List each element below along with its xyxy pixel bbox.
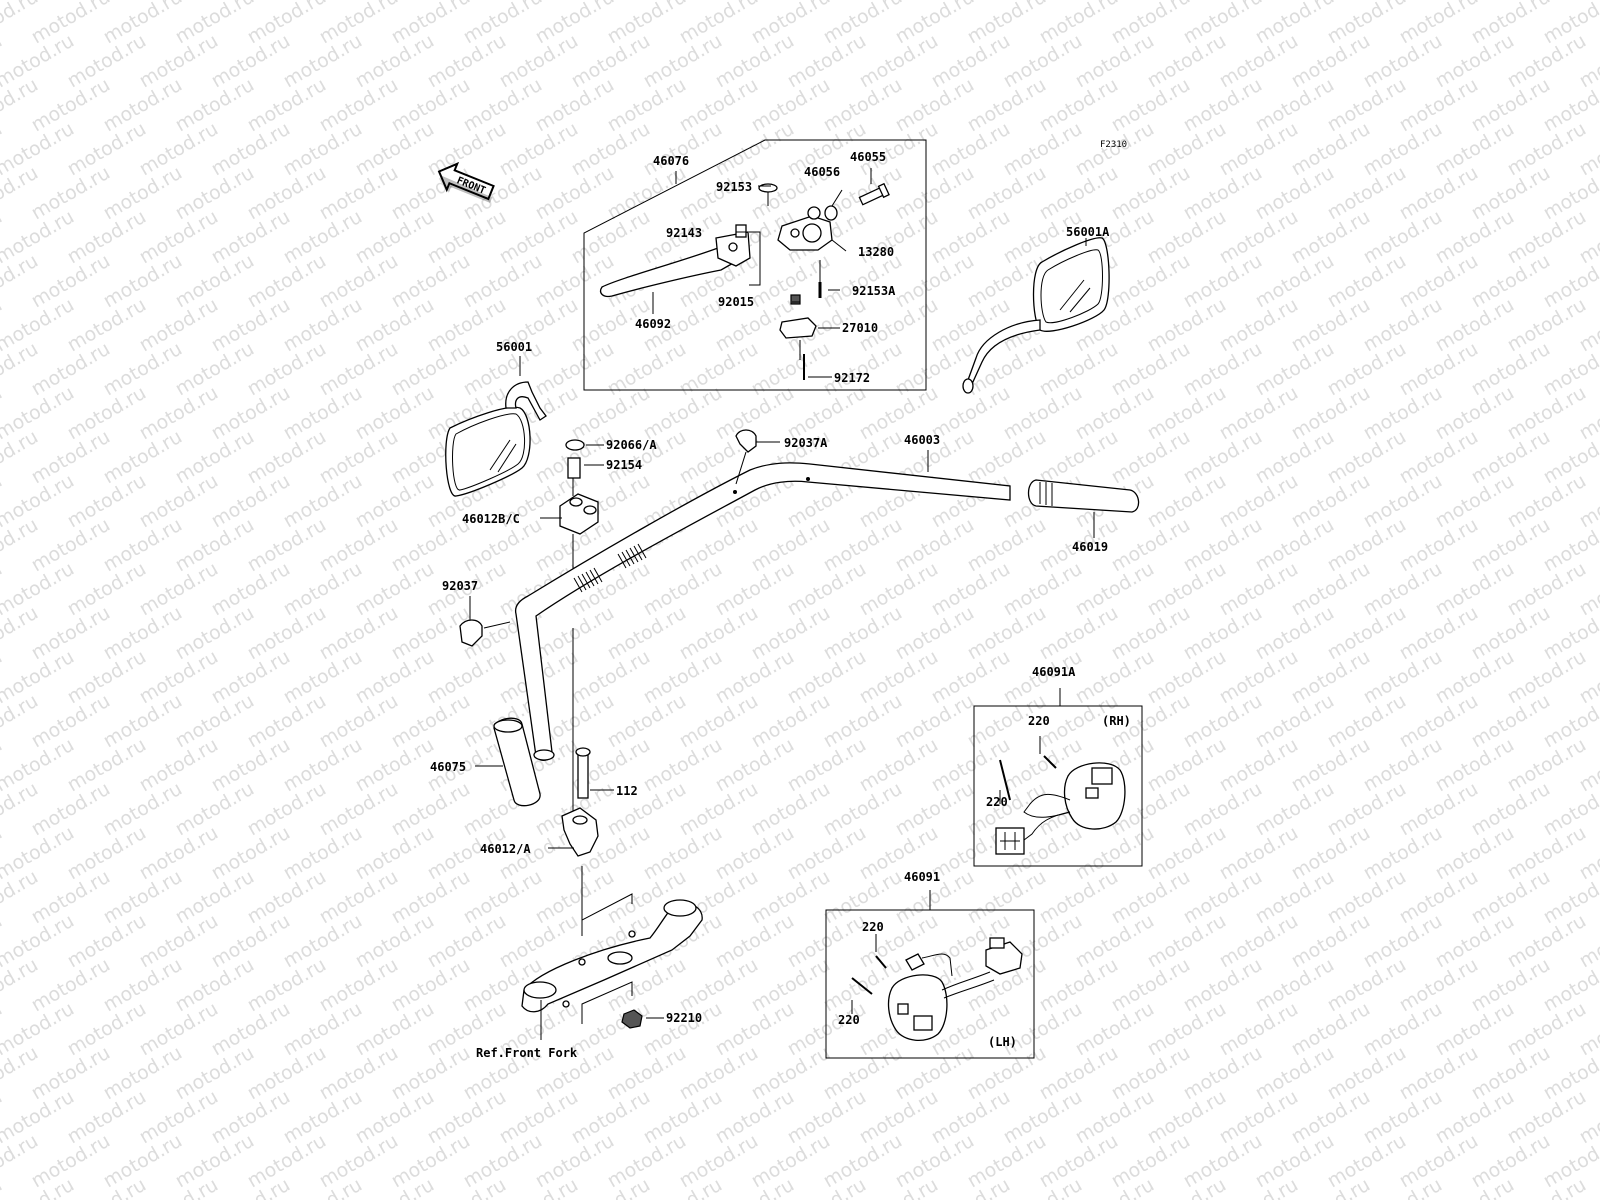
label-112: 112 (616, 784, 638, 798)
handlebar-46003-part: 46003 (514, 433, 1011, 762)
label-46092: 46092 (635, 317, 671, 331)
left-grip-46075-part: 46075 (430, 717, 541, 807)
bolt-112-part (577, 751, 589, 799)
label-46003: 46003 (904, 433, 940, 447)
cable-clamp-92037-part: 92037 (442, 579, 511, 647)
label-46012a: 46012/A (480, 842, 531, 856)
lower-clamp-46012a-part (561, 807, 599, 857)
lower-clamp-area: 112 46012/A (480, 628, 638, 936)
label-92037: 92037 (442, 579, 478, 593)
label-56001: 56001 (496, 340, 532, 354)
label-92015: 92015 (718, 295, 754, 309)
label-46091: 46091 (904, 870, 940, 884)
label-92210: 92210 (666, 1011, 702, 1025)
label-92172: 92172 (834, 371, 870, 385)
label-220-rh-left: 220 (986, 795, 1008, 809)
label-46056: 46056 (804, 165, 840, 179)
left-switch-connector-part (985, 941, 1023, 975)
rh-side-label: (RH) (1102, 714, 1131, 728)
watermark-text: motod.ru (0, 1174, 6, 1200)
left-mirror-part: 56001 (445, 340, 547, 497)
label-92066a: 92066/A (606, 438, 657, 452)
right-switch-box-outline (973, 705, 1143, 867)
clutch-switch-part (779, 317, 817, 339)
front-direction-arrow-icon: FRONT (437, 161, 495, 203)
watermark-text: motod.ru (1576, 0, 1600, 4)
label-46055: 46055 (850, 150, 886, 164)
nut-92210-part: 92210 (621, 1009, 702, 1029)
label-13280: 13280 (858, 245, 894, 259)
upper-clamp-area: 92066/A 92154 46012B/C (462, 438, 657, 570)
clutch-lever-part (599, 247, 736, 298)
label-46012bc: 46012B/C (462, 512, 520, 526)
bolt-92154-part (567, 457, 581, 479)
right-switch-box: 46091A (RH) 220 220 (973, 665, 1143, 867)
fork-top-bracket: Ref.Front Fork (476, 893, 703, 1060)
right-mirror-part: 56001A (962, 225, 1110, 394)
label-92143: 92143 (666, 226, 702, 240)
label-92153a: 92153A (852, 284, 896, 298)
label-27010: 27010 (842, 321, 878, 335)
cap-92066-part (565, 439, 585, 451)
cable-clamp-92037a-part: 92037A (735, 429, 828, 485)
label-92153: 92153 (716, 180, 752, 194)
label-92154: 92154 (606, 458, 642, 472)
label-92037a: 92037A (784, 436, 828, 450)
label-46091a: 46091A (1032, 665, 1076, 679)
figure-code: F2310 (1100, 140, 1127, 150)
label-220-lh-top: 220 (862, 920, 884, 934)
label-46076: 46076 (653, 154, 689, 168)
label-ref-front-fork: Ref.Front Fork (476, 1046, 578, 1060)
label-220-rh-top: 220 (1028, 714, 1050, 728)
right-grip-46019-part: 46019 (1027, 479, 1140, 554)
label-46075: 46075 (430, 760, 466, 774)
left-switch-box: 46091 (LH) 220 220 (825, 870, 1035, 1059)
clutch-lever-assembly-box: 46076 92153 46056 46055 92143 13280 9201… (583, 139, 927, 391)
label-56001a: 56001A (1066, 225, 1110, 239)
label-46019: 46019 (1072, 540, 1108, 554)
label-220-lh-bottom: 220 (838, 1013, 860, 1027)
lh-side-label: (LH) (988, 1035, 1017, 1049)
lever-assembly-outline (583, 139, 927, 391)
upper-clamp-46012bc-part (559, 493, 599, 535)
